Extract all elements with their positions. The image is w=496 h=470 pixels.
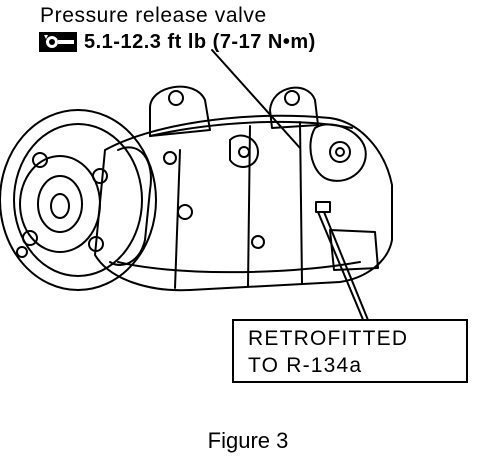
torque-callout: 5.1-12.3 ft lb (7-17 N•m) bbox=[38, 30, 316, 54]
label-leader-line bbox=[317, 211, 365, 323]
valve-leader-line bbox=[211, 49, 301, 149]
retrofit-label-line1: RETROFITTED bbox=[248, 327, 409, 350]
callout-title: Pressure release valve bbox=[40, 4, 267, 27]
wrench-torque-icon bbox=[39, 32, 77, 52]
figure-caption: Figure 3 bbox=[207, 428, 289, 453]
pressure-valve bbox=[309, 123, 367, 182]
mount-ear-left bbox=[149, 85, 211, 137]
torque-spec: 5.1-12.3 ft lb (7-17 N•m) bbox=[84, 30, 316, 53]
clutch-pulley bbox=[0, 109, 157, 291]
retrofit-label: RETROFITTED TO R-134a bbox=[232, 319, 468, 383]
retrofit-label-line2: TO R-134a bbox=[248, 354, 363, 377]
mount-ear-right bbox=[269, 86, 319, 129]
compressor-body bbox=[94, 114, 393, 292]
